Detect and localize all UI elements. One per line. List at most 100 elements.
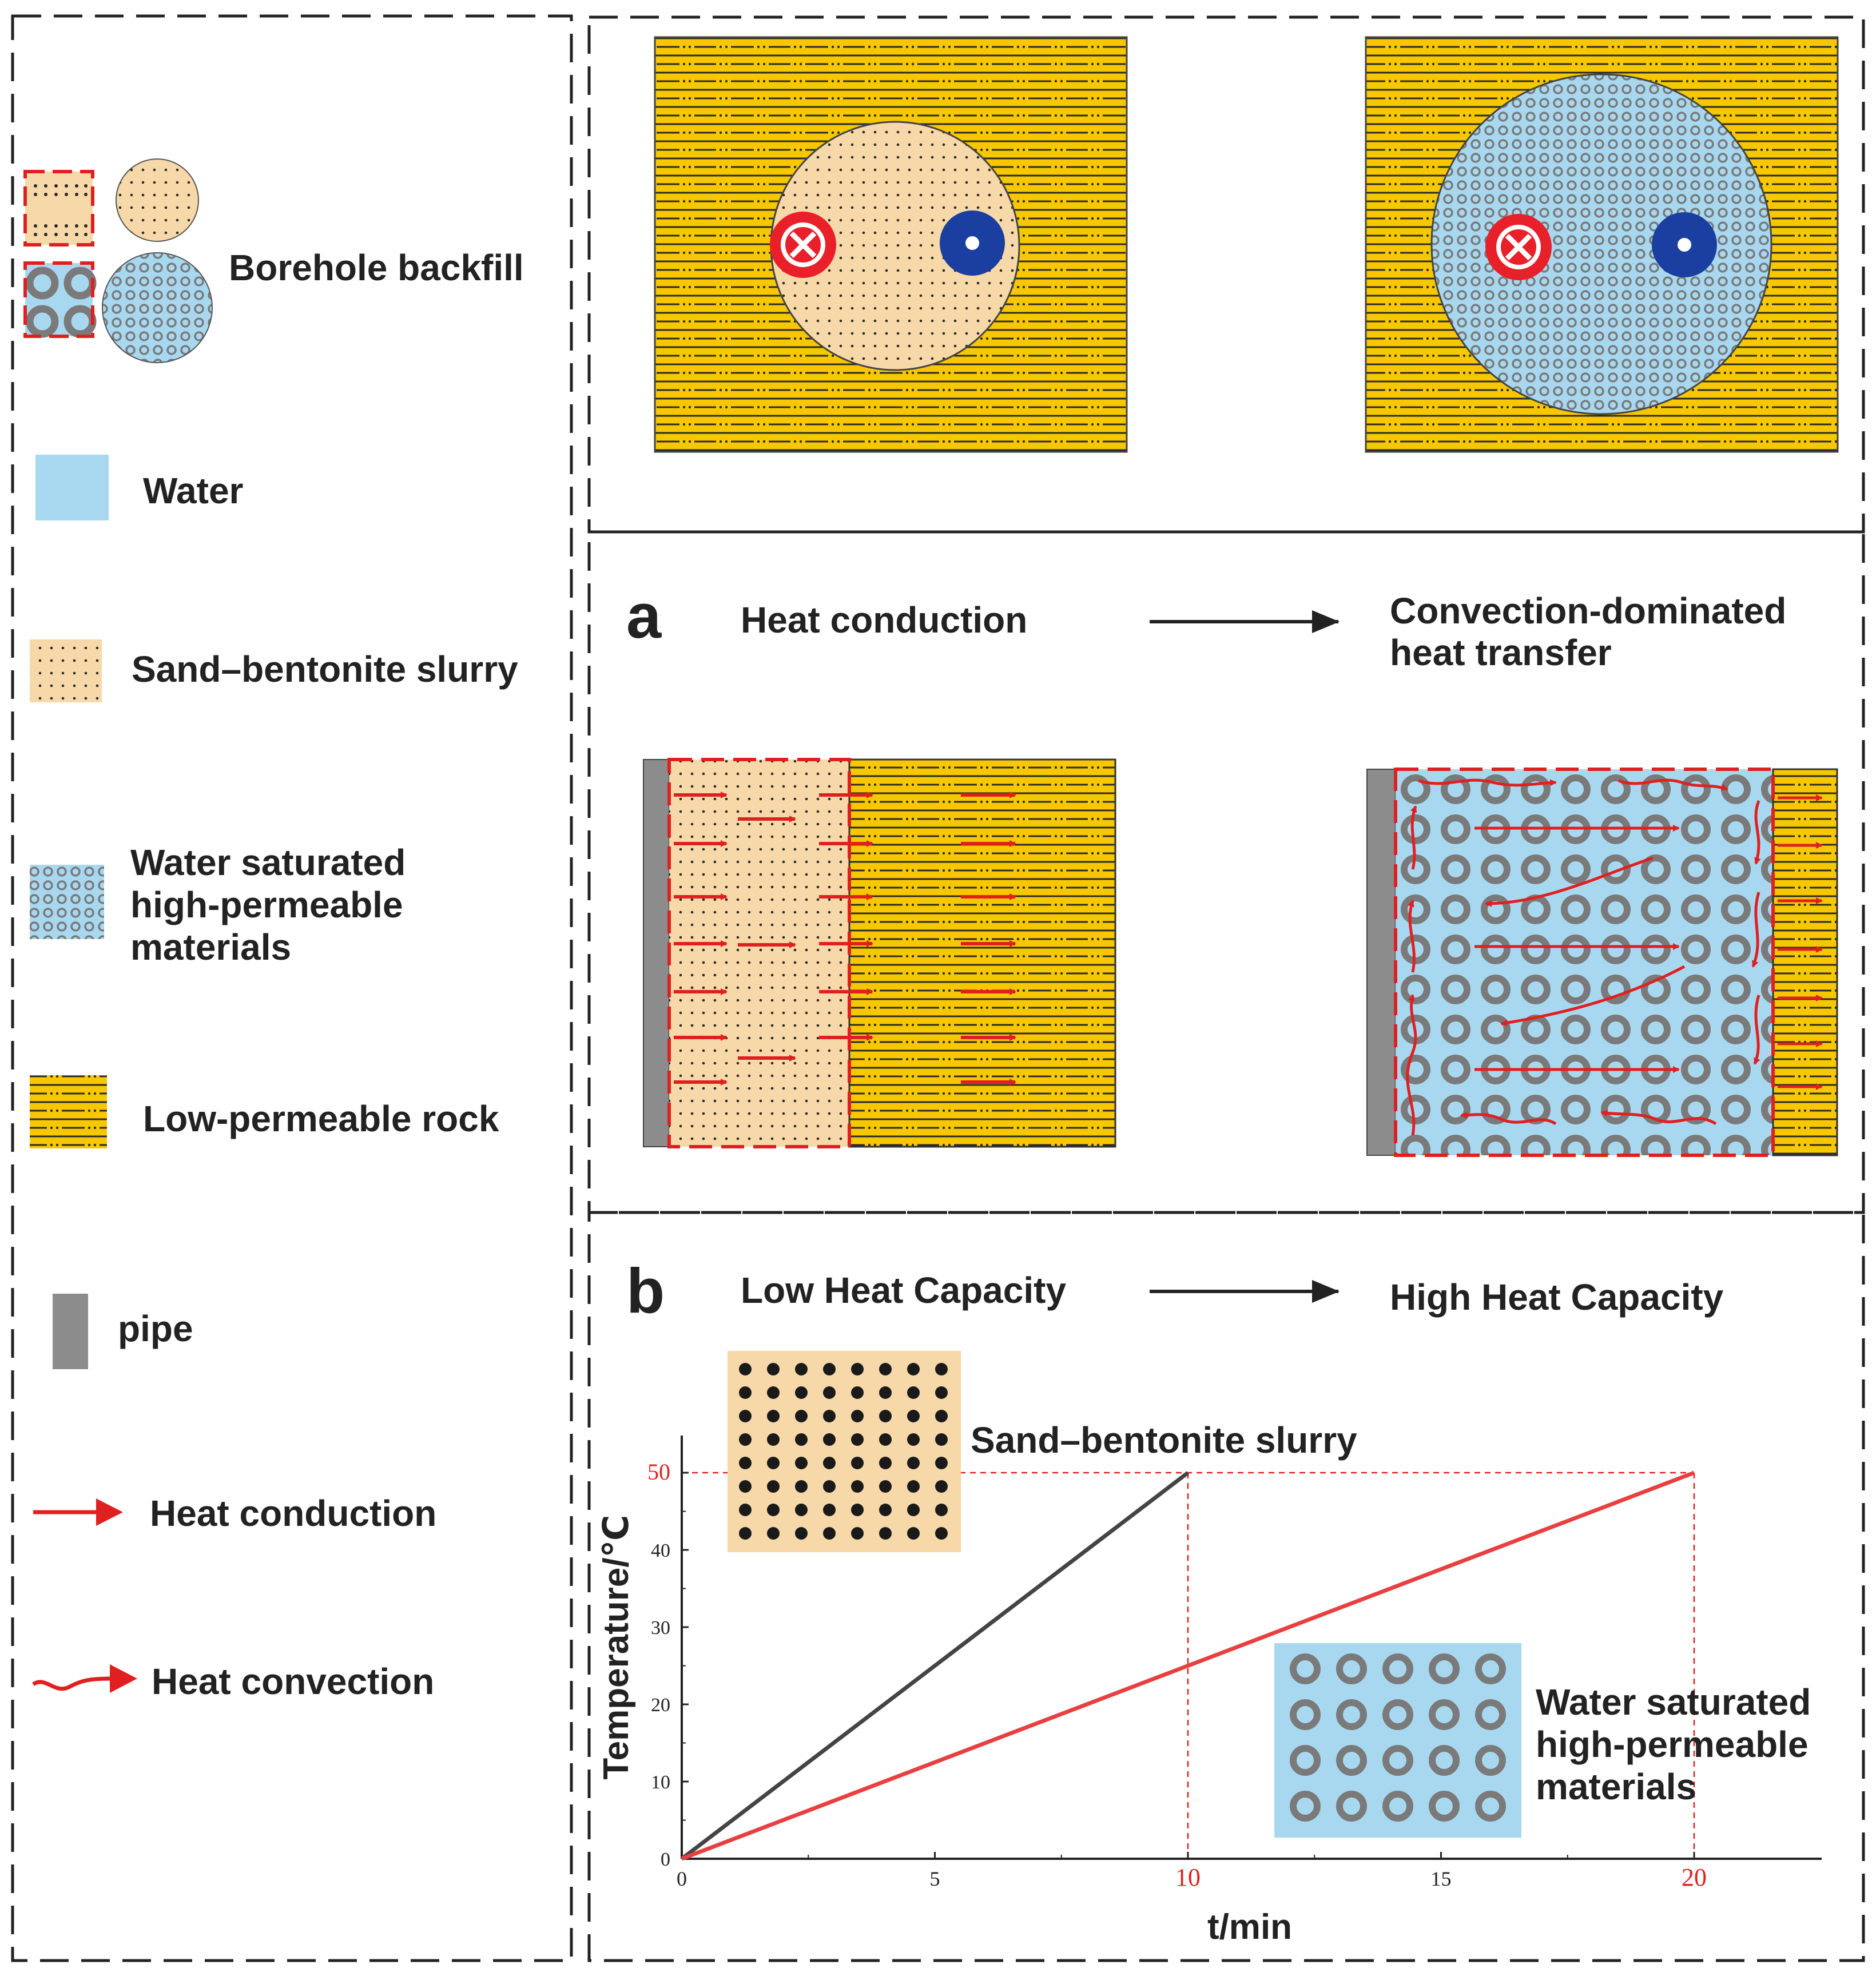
legend-pipe-label: pipe xyxy=(118,1308,193,1349)
backfill-water-swatch xyxy=(23,261,97,338)
backfill-sand-swatch xyxy=(23,170,94,247)
sand-dot xyxy=(907,1410,920,1422)
water-saturated-swatch xyxy=(30,865,104,939)
inset-water-line1: Water saturated xyxy=(1536,1681,1811,1723)
water-ring xyxy=(1382,1699,1413,1730)
water-ring xyxy=(1475,1745,1506,1776)
panel-b-to-label: High Heat Capacity xyxy=(1390,1277,1724,1318)
y-axis-label: Temperature/℃ xyxy=(597,1514,636,1779)
legend-heat-convection-label: Heat convection xyxy=(152,1661,434,1702)
pipe-swatch xyxy=(53,1294,88,1369)
sand-dot xyxy=(823,1457,836,1469)
sand-dot xyxy=(935,1504,948,1516)
pipe-wall xyxy=(1366,769,1396,1156)
water-ring xyxy=(1382,1791,1413,1822)
legend-heat-conduction-label: Heat conduction xyxy=(150,1493,436,1534)
sand-dot xyxy=(907,1457,920,1469)
water-ring xyxy=(1336,1791,1367,1822)
legend-borehole-backfill-label: Borehole backfill xyxy=(229,247,524,288)
sand-dot xyxy=(851,1433,864,1446)
sand-dot xyxy=(795,1363,808,1375)
inset-water-label: Water saturated high-permeable materials xyxy=(1536,1681,1821,1807)
top-panel-frame xyxy=(587,15,1865,534)
panel-a-to-line1: Convection-dominated xyxy=(1390,590,1786,631)
sand-dot xyxy=(879,1410,892,1422)
sand-dot xyxy=(767,1457,780,1469)
sand-dot xyxy=(879,1527,892,1540)
sand-dot xyxy=(935,1363,948,1375)
conduction-arrows xyxy=(674,792,1016,1086)
sand-dot xyxy=(739,1480,752,1493)
inset-water xyxy=(1274,1643,1521,1838)
legend-rock-label: Low-permeable rock xyxy=(143,1098,499,1139)
sand-dot xyxy=(767,1386,780,1399)
water-borehole xyxy=(1430,73,1772,415)
legend: Borehole backfill Water Sand–bentonite s… xyxy=(23,158,524,1702)
sand-dot xyxy=(851,1527,864,1540)
sand-dot xyxy=(907,1504,920,1516)
water-ring xyxy=(1336,1653,1367,1684)
sand-dot xyxy=(935,1433,948,1446)
borehole-water-section xyxy=(1365,36,1839,453)
sand-dot xyxy=(935,1457,948,1469)
panel-a: a Heat conduction Convection-dominated h… xyxy=(626,581,1838,1157)
sand-dot xyxy=(935,1410,948,1422)
sand-dot xyxy=(879,1504,892,1516)
sand-dot xyxy=(907,1480,920,1493)
outlet-pipe-icon xyxy=(940,210,1005,276)
sand-dot xyxy=(767,1433,780,1446)
sand-dot xyxy=(823,1363,836,1375)
x-tick-label: 20 xyxy=(1682,1863,1707,1891)
borehole-sand-section xyxy=(654,36,1128,453)
conduction-block xyxy=(643,758,1116,1148)
water-ring xyxy=(1336,1745,1367,1776)
legend-sand-label: Sand–bentonite slurry xyxy=(132,649,518,690)
panel-a-letter: a xyxy=(626,581,662,651)
legend-water-label: Water xyxy=(143,470,243,511)
x-axis-label: t/min xyxy=(1207,1907,1292,1947)
rock-swatch xyxy=(30,1075,107,1148)
water-ring xyxy=(1429,1791,1460,1822)
rock-conduction-arrows xyxy=(1778,794,1823,1090)
water-ring xyxy=(1475,1791,1506,1822)
sand-dot xyxy=(851,1480,864,1493)
water-ring xyxy=(1475,1699,1506,1730)
inlet-pipe-icon xyxy=(770,212,836,278)
sand-dot xyxy=(795,1410,808,1422)
inset-sand xyxy=(728,1351,961,1552)
outlet-pipe-icon xyxy=(1652,212,1717,277)
sand-dot xyxy=(795,1433,808,1446)
sand-dot xyxy=(795,1527,808,1540)
water-ring xyxy=(1382,1745,1413,1776)
water-ring xyxy=(1290,1699,1321,1730)
panel-a-to-label: Convection-dominated heat transfer xyxy=(1390,590,1796,673)
sand-dot xyxy=(851,1363,864,1375)
pipe-wall xyxy=(643,759,670,1147)
sand-dot xyxy=(739,1386,752,1399)
sand-dot xyxy=(795,1457,808,1469)
y-tick-label: 30 xyxy=(651,1617,670,1639)
sand-dot xyxy=(767,1480,780,1493)
sand-dot xyxy=(935,1480,948,1493)
sand-dot xyxy=(907,1363,920,1375)
y-tick-label: 50 xyxy=(647,1459,670,1485)
legend-water-saturated-line2: high-permeable xyxy=(130,884,403,925)
water-layer xyxy=(1396,769,1773,1155)
panel-a-to-line2: heat transfer xyxy=(1390,632,1612,673)
water-ring xyxy=(1290,1791,1321,1822)
x-tick-label: 5 xyxy=(930,1867,940,1890)
legend-frame xyxy=(11,14,573,1962)
sand-dot xyxy=(851,1386,864,1399)
x-tick-label: 10 xyxy=(1175,1863,1201,1891)
sand-dot xyxy=(767,1504,780,1516)
water-ring xyxy=(1429,1745,1460,1776)
water-ring xyxy=(1429,1653,1460,1684)
inset-water-line2: high-permeable xyxy=(1536,1724,1809,1765)
sand-dot xyxy=(795,1504,808,1516)
sand-dot xyxy=(879,1457,892,1469)
y-tick-label: 40 xyxy=(651,1540,670,1561)
convection-arrows xyxy=(1406,778,1761,1136)
sand-dot xyxy=(823,1504,836,1516)
y-tick-label: 10 xyxy=(651,1772,670,1793)
